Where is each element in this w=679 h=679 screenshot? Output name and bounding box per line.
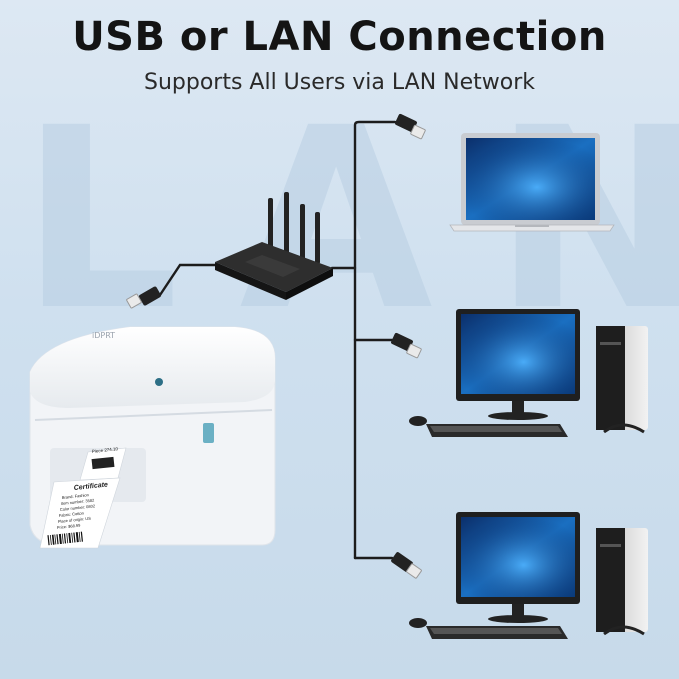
shipping-label: Piece 274.10 Certificate Brand: Fashion … — [39, 446, 127, 549]
label-line: Price: $68.99 — [57, 522, 82, 530]
label-line: Item number: 3582 — [61, 497, 96, 506]
page-subtitle: Supports All Users via LAN Network — [143, 70, 535, 95]
label-line: Fabric: Cotton — [59, 510, 85, 518]
label-heading: Certificate — [73, 481, 108, 492]
desktop-pc-icon — [409, 309, 648, 437]
ethernet-plug-icon — [126, 286, 161, 309]
ethernet-plug-icon — [391, 332, 422, 359]
label-top-line: Piece 274.10 — [92, 446, 119, 454]
laptop-icon — [449, 133, 615, 232]
network-cables — [158, 120, 397, 560]
page-title: USB or LAN Connection — [72, 14, 607, 60]
router-icon — [215, 192, 333, 300]
label-line: Place of origin: US — [58, 516, 92, 524]
svg-text:iDPRT: iDPRT — [92, 331, 115, 340]
label-line: Brand: Fashion — [62, 492, 90, 500]
ethernet-plug-icon — [395, 113, 426, 140]
barcode — [47, 531, 83, 546]
label-line: Color number: 0802 — [60, 503, 96, 512]
desktop-pc-icon — [409, 512, 648, 639]
ethernet-plug-icon — [391, 552, 422, 579]
